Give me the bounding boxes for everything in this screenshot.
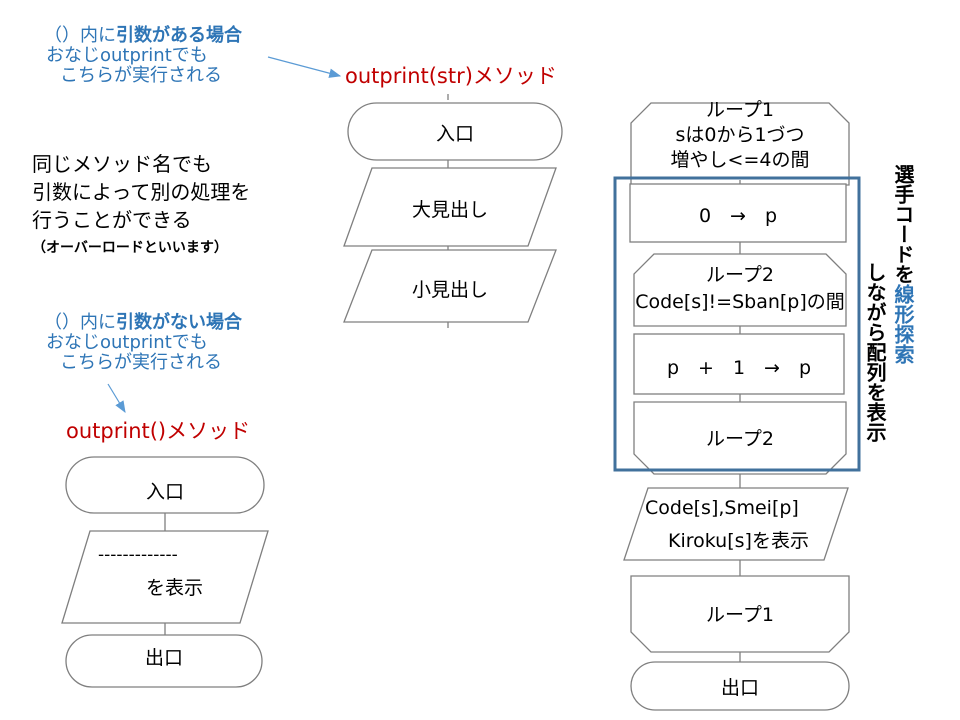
loop1-start-line2: sは0から1づつ (675, 124, 805, 146)
loop1-start-line3: 増やし<=4の間 (670, 149, 810, 171)
loop2-start-line2: Code[s]!=Sban[p]の間 (635, 291, 845, 313)
loop1-start-line1: ループ1 (706, 99, 774, 121)
callout-arrow-with-args (267, 56, 342, 78)
note-without-args-line2: おなじoutprintでも (46, 332, 208, 353)
loop2-end-label: ループ2 (706, 428, 774, 450)
str-entry-terminal (347, 102, 563, 161)
str-method-title: outprint(str)メソッド (345, 64, 557, 88)
loop2-start-shape (633, 253, 847, 327)
str-step2-parallelogram (343, 249, 557, 323)
loop1-start-label: ループ1 sは0から1づつ 増やし<=4の間 (631, 98, 849, 173)
main-output-parallelogram (623, 487, 849, 561)
note-without-args: （）内に引数がない場合 おなじoutprintでも こちらが実行される (44, 313, 242, 373)
callout-arrow-without-args (107, 383, 126, 414)
str-step1-label: 大見出し (411, 199, 488, 221)
overload-explanation: 同じメソッド名でも 引数によって別の処理を 行うことができる (32, 150, 250, 234)
loop1-start-shape (630, 102, 850, 186)
note-without-args-line3: こちらが実行される (60, 352, 222, 373)
note-without-args-line1: （）内に引数がない場合 (44, 312, 242, 333)
side-label-col1: 選手コードを線形探索 (891, 164, 915, 364)
linear-search-side-label: 選手コードを線形探索 しながら配列を表示 (862, 164, 922, 484)
str-step1-parallelogram (343, 167, 557, 247)
overload-note: （オーバーロードといいます） (32, 240, 228, 256)
noarg-exit-label: 出口 (144, 647, 183, 669)
overload-line2: 引数によって別の処理を (32, 180, 251, 204)
assign-process-box (629, 183, 847, 243)
increment-process-box (633, 333, 845, 395)
main-exit-label: 出口 (720, 677, 759, 699)
loop1-end-shape (630, 575, 850, 653)
noarg-entry-label: 入口 (145, 481, 184, 503)
assign-label: 0 → p (698, 205, 778, 227)
main-output-line1: Code[s],Smei[p] (645, 497, 799, 519)
overload-line3: 行うことができる (32, 208, 192, 232)
loop2-end-shape (633, 401, 847, 475)
note-with-args-line1: （）内に引数がある場合 (44, 25, 242, 46)
loop2-start-line1: ループ2 (706, 264, 774, 286)
noarg-method-title: outprint()メソッド (66, 419, 251, 443)
noarg-output-dashes: ------------- (98, 545, 178, 565)
str-step2-label: 小見出し (411, 279, 488, 301)
increment-label: p + 1 → p (666, 357, 812, 379)
noarg-output-label: を表示 (146, 577, 204, 599)
linear-search-highlight-box (613, 176, 861, 472)
note-with-args-line3: こちらが実行される (60, 65, 222, 86)
note-with-args: （）内に引数がある場合 おなじoutprintでも こちらが実行される (44, 26, 242, 86)
overload-line1: 同じメソッド名でも (32, 152, 212, 176)
str-entry-label: 入口 (435, 123, 474, 145)
side-label-col2: しながら配列を表示 (863, 262, 887, 442)
noarg-exit-terminal (65, 634, 263, 688)
note-with-args-line2: おなじoutprintでも (46, 45, 208, 66)
loop2-start-label: ループ2 Code[s]!=Sban[p]の間 (634, 262, 846, 316)
loop1-end-label: ループ1 (706, 604, 774, 626)
noarg-output-parallelogram (61, 530, 269, 624)
main-output-line2: Kiroku[s]を表示 (668, 530, 809, 552)
main-exit-terminal (630, 661, 850, 711)
